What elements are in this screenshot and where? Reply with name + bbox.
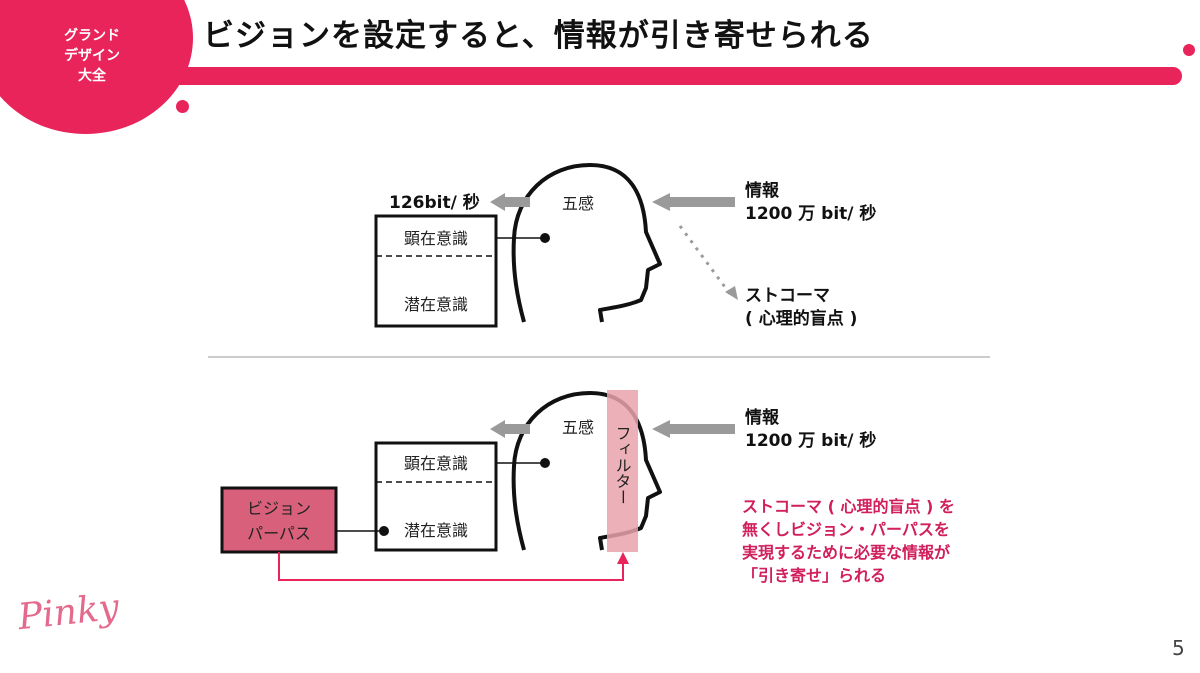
title-underline-bar xyxy=(160,67,1182,85)
callout-line: 無くしビジョン・パーパスを xyxy=(742,520,950,539)
purpose-label: パーパス xyxy=(247,524,311,543)
info-title: 情報 xyxy=(745,407,780,428)
senses-label: 五感 xyxy=(562,418,594,437)
scotoma-title: ストコーマ xyxy=(745,286,830,306)
subconscious-label: 潜在意識 xyxy=(404,521,468,540)
input-arrow xyxy=(652,420,735,438)
subconscious-label: 潜在意識 xyxy=(404,295,468,314)
filter-band xyxy=(607,390,638,552)
mind-box xyxy=(374,441,498,552)
feedback-arrow xyxy=(278,552,629,581)
series-badge: グランド デザイン 大全 xyxy=(44,26,140,86)
connector-dot xyxy=(379,526,389,536)
badge-line: グランド xyxy=(64,28,120,44)
scotoma-subtitle: ( 心理的盲点 ) xyxy=(745,308,857,329)
callout-line: ストコーマ ( 心理的盲点 ) を xyxy=(742,497,955,516)
slide-title: ビジョンを設定すると、情報が引き寄せられる xyxy=(203,18,874,54)
info-title: 情報 xyxy=(745,180,780,201)
callout-line: 実現するために必要な情報が xyxy=(742,543,950,562)
info-rate: 1200 万 bit/ 秒 xyxy=(745,203,876,224)
output-arrow xyxy=(490,420,530,438)
badge-line: デザイン xyxy=(64,48,120,64)
head-outline xyxy=(511,391,662,551)
info-rate: 1200 万 bit/ 秒 xyxy=(745,430,876,451)
scotoma-arrowhead xyxy=(725,286,738,300)
filter-label: フィルター xyxy=(613,425,632,505)
page-number: 5 xyxy=(1172,636,1185,660)
conscious-label: 顕在意識 xyxy=(404,454,468,473)
accent-dot xyxy=(176,100,189,113)
scotoma-dotted-arrow xyxy=(678,225,732,295)
input-arrow xyxy=(652,193,735,211)
mind-box xyxy=(374,214,498,328)
senses-label: 五感 xyxy=(562,194,594,213)
vision-label: ビジョン xyxy=(247,499,311,518)
bottom-panel: フィルター 五感 顕在意識 潜在意識 ビジョン パーパス 情報 1200 万 b… xyxy=(220,390,955,585)
callout-line: 「引き寄せ」られる xyxy=(742,566,886,585)
conscious-label: 顕在意識 xyxy=(404,229,468,248)
accent-dot xyxy=(1183,44,1195,56)
output-rate-label: 126bit/ 秒 xyxy=(389,192,480,213)
top-panel: 五感 顕在意識 潜在意識 126bit/ 秒 情報 1200 万 bit/ 秒 … xyxy=(374,163,876,329)
output-arrow xyxy=(490,193,530,211)
badge-line: 大全 xyxy=(78,68,106,84)
vision-purpose-box xyxy=(220,486,338,554)
head-outline xyxy=(511,163,662,323)
